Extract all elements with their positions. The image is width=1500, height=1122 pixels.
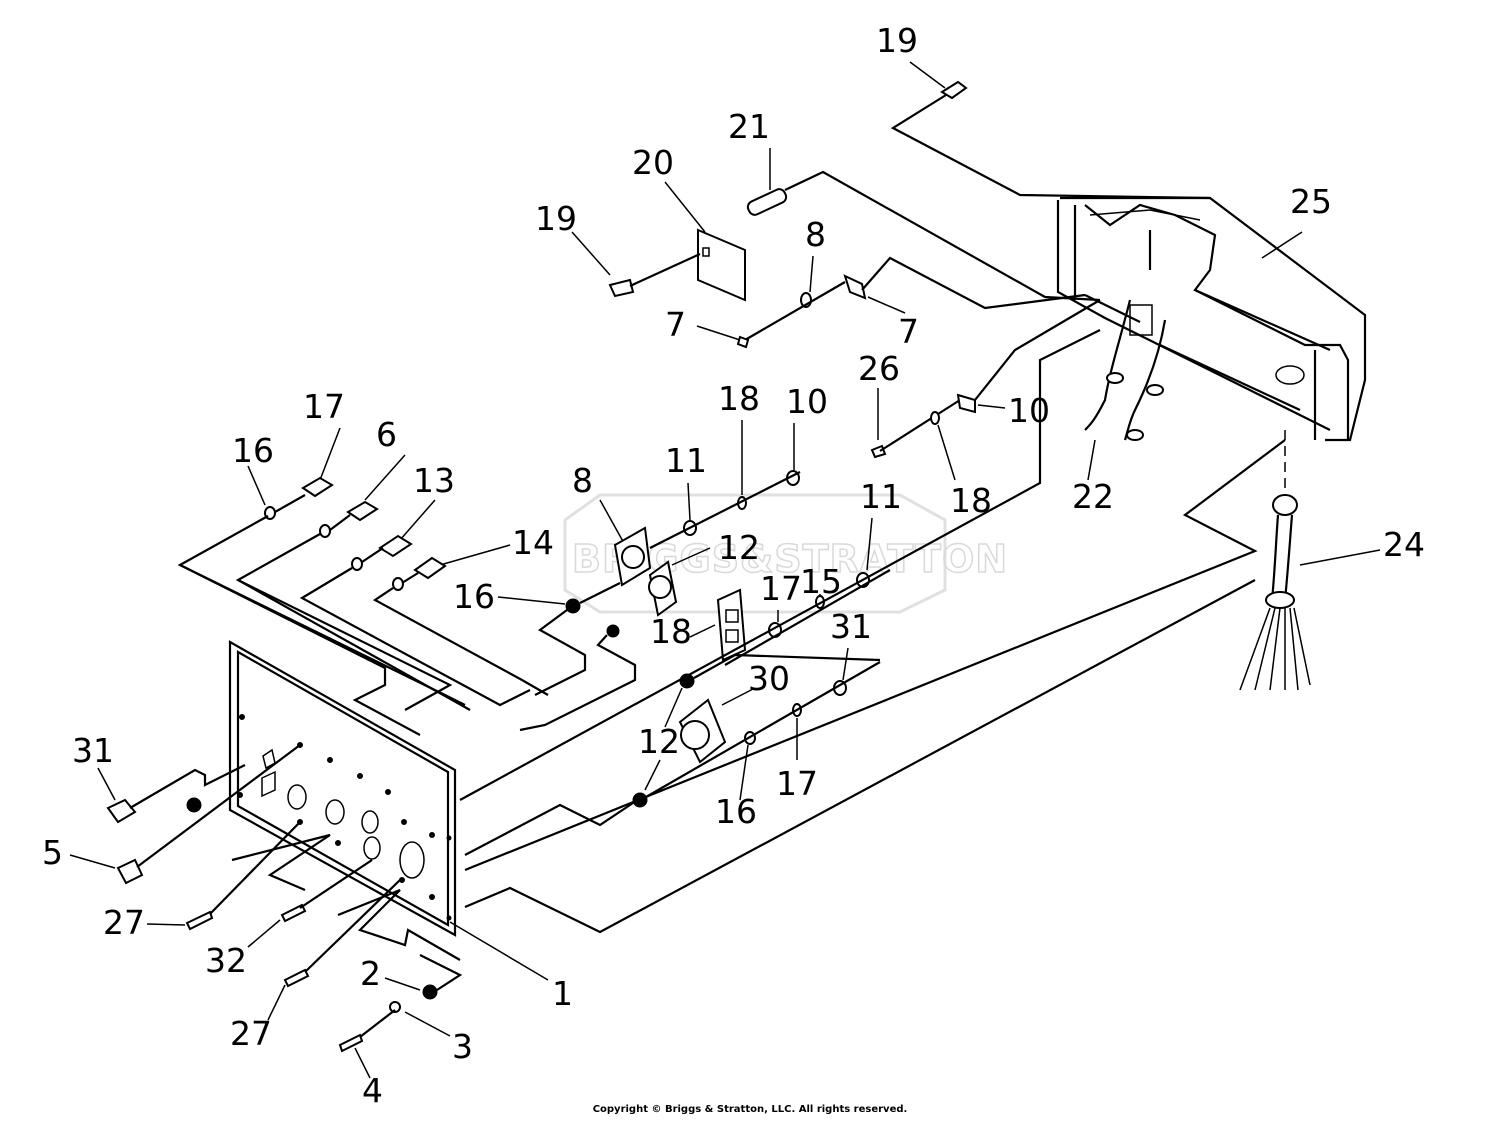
receptacle-30-group: 30 12 31 17 16: [464, 607, 881, 856]
callout-15: 18: [650, 612, 692, 651]
callout-6: 16: [232, 431, 274, 470]
circuit-board-group: 19 21 20 19 8 7 22 7: [535, 21, 1211, 351]
callout-18-a: 10: [786, 382, 828, 421]
callout-13: 8: [572, 461, 593, 500]
front-panel-1: 1: [228, 640, 573, 1013]
fastener-group-right: 26 10 18: [858, 299, 1101, 520]
callout-11-a: 13: [413, 461, 455, 500]
callout-10-a: 17: [303, 387, 345, 426]
callout-3: 3: [452, 1027, 473, 1066]
copyright-notice: Copyright © Briggs & Stratton, LLC. All …: [592, 1104, 908, 1115]
callout-22-label: 7: [898, 312, 919, 351]
callout-23: 22: [1072, 477, 1114, 516]
callout-18-c: 31: [830, 607, 872, 646]
callout-7-top: 7: [665, 305, 686, 344]
callout-1: 1: [552, 974, 573, 1013]
callout-8-right: 18: [950, 481, 992, 520]
callout-8-top: 8: [805, 215, 826, 254]
callout-24: 24: [1383, 525, 1425, 564]
callout-7-right: 26: [858, 349, 900, 388]
callout-17-c: 17: [776, 764, 818, 803]
callout-2: 2: [360, 954, 381, 993]
callout-19-top: 19: [876, 21, 918, 60]
assembly-lines: [459, 329, 1286, 934]
callout-20: 20: [632, 143, 674, 182]
panel-fasteners: 31 31 5 27 32 27 2 3 4: [42, 731, 473, 1110]
callout-11-b: 14: [512, 523, 554, 562]
callout-19-left: 19: [535, 199, 577, 238]
callout-14: 12: [718, 528, 760, 567]
callout-21: 21: [728, 107, 770, 146]
callout-10-b: 6: [376, 415, 397, 454]
callout-16-b: 17: [760, 569, 802, 608]
callout-30: 30: [748, 659, 790, 698]
callout-12-a: 16: [453, 577, 495, 616]
callout-17-a: 18: [718, 379, 760, 418]
callout-16-c: 16: [715, 792, 757, 831]
receptacle-group: 8 11 18 10 12 16 18 17 15: [453, 379, 902, 732]
callout-5: 5: [42, 833, 63, 872]
wire-harness-23: 22: [1072, 299, 1167, 516]
callout-27-a: 27: [103, 903, 145, 942]
callout-12-b: 12: [638, 722, 680, 761]
callout-31-label: 31: [72, 731, 114, 770]
indicator-group: 17 16 6 13 14: [177, 387, 554, 736]
callout-27-b: 27: [230, 1014, 272, 1053]
control-box-25: 25: [1056, 182, 1367, 442]
callout-16-a: 11: [665, 441, 707, 480]
callout-25: 25: [1290, 182, 1332, 221]
wire-harness-24: 24: [1239, 430, 1425, 691]
callout-18-b: 11: [860, 477, 902, 516]
callout-26: 10: [1008, 391, 1050, 430]
callout-32: 32: [205, 941, 247, 980]
callout-4: 4: [362, 1071, 383, 1110]
